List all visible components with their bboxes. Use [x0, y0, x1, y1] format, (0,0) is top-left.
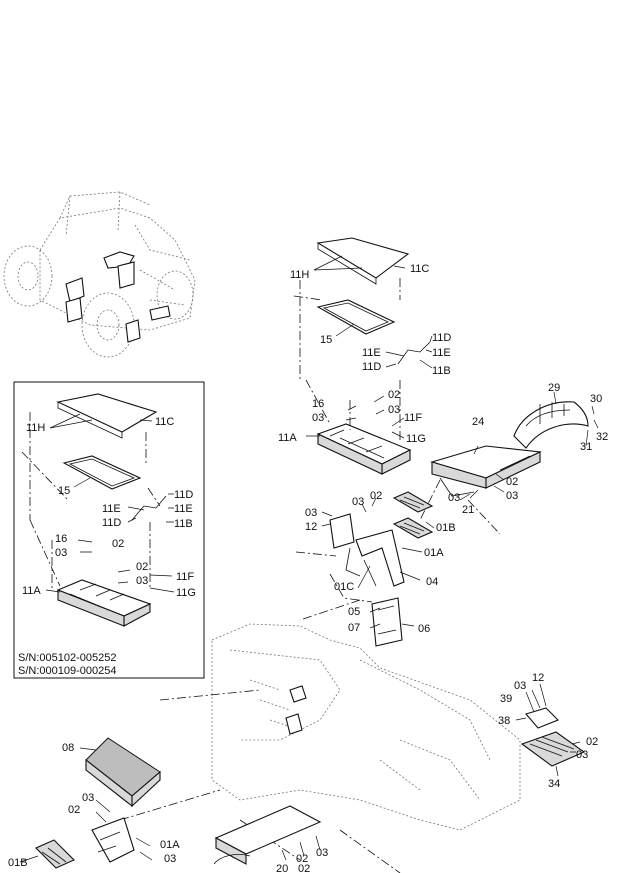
inset-callout: 03	[55, 547, 67, 559]
inset-callout: 16	[55, 533, 67, 545]
main-upper-assembly	[293, 237, 433, 475]
inset-cable-11b	[131, 495, 167, 521]
serial-range-1: S/N:005102-005252	[18, 652, 116, 664]
loader-overview-illustration	[3, 191, 196, 358]
main-callout: 01C	[334, 581, 354, 593]
main-callout: 02	[296, 853, 308, 865]
main-callout: 03	[388, 404, 400, 416]
main-callout: 03	[312, 412, 324, 424]
main-callout: 07	[348, 622, 360, 634]
main-callout: 02	[506, 476, 518, 488]
main-cable-11b	[397, 341, 431, 365]
main-callout: 11G	[406, 433, 426, 445]
main-callout: 05	[348, 606, 360, 618]
step-34	[520, 731, 586, 767]
main-lower-left	[19, 737, 322, 869]
inset-callout: 11F	[176, 571, 194, 583]
main-callout: 01A	[424, 547, 444, 559]
main-callout: 02	[586, 736, 598, 748]
main-callout: 11D	[362, 361, 381, 373]
inset-labels: 11H 11C 15 11D 11E 11E 11D 11B 16 02 03 …	[18, 416, 196, 677]
main-rear-step	[515, 683, 586, 777]
main-callout: 03	[352, 496, 364, 508]
main-callout: 11A	[278, 432, 297, 444]
machine-frame	[119, 623, 521, 873]
step-01b-left	[35, 839, 75, 869]
main-callout: 32	[596, 431, 608, 443]
step-bracket-01c	[355, 529, 405, 587]
main-callout: 04	[426, 576, 438, 588]
main-callout: 24	[472, 416, 484, 428]
inset-gasket-15	[62, 455, 142, 490]
main-callout: 02	[298, 863, 310, 873]
main-callout: 03	[316, 847, 328, 859]
inset-callout: 15	[58, 485, 70, 497]
step-01b-lower	[392, 517, 434, 539]
main-callout: 16	[312, 398, 324, 410]
inset-callout: 11D	[102, 517, 121, 529]
main-callout: 11C	[410, 263, 429, 275]
main-callout: 01B	[8, 857, 28, 869]
main-callout: 03	[82, 792, 94, 804]
inset-callout: 11G	[176, 587, 196, 599]
main-callout: 11E	[432, 347, 451, 359]
main-labels: 11H 11C 15 11D 11E 11E 11D 11B 16 02 03 …	[8, 263, 608, 873]
main-gasket-15	[316, 299, 396, 335]
main-callout: 02	[370, 490, 382, 502]
inset-callout: 11E	[174, 503, 193, 515]
inset-callout: 02	[112, 538, 124, 550]
inset-callout: 11H	[26, 422, 45, 434]
main-callout: 03	[506, 490, 518, 502]
main-callout: 08	[62, 742, 74, 754]
inset-callout: 11D	[174, 489, 193, 501]
inset-callout: 11B	[174, 518, 193, 530]
inset-callout: 03	[136, 575, 148, 587]
main-callout: 11B	[432, 365, 451, 377]
main-callout: 03	[305, 507, 317, 519]
main-callout: 11H	[290, 269, 309, 281]
main-callout: 11D	[432, 332, 451, 344]
main-callout: 11F	[404, 412, 422, 424]
main-callout: 12	[532, 672, 544, 684]
main-callout: 29	[548, 382, 560, 394]
main-fender-assembly	[419, 391, 599, 535]
main-callout: 31	[580, 441, 592, 453]
main-callout: 03	[576, 749, 588, 761]
inset-callout: 11C	[155, 416, 174, 428]
main-callout: 30	[590, 393, 602, 405]
inset-cover-11c	[56, 393, 158, 433]
main-callout: 03	[448, 492, 460, 504]
inset-callout: 11A	[22, 585, 41, 597]
step-frame-06	[371, 597, 403, 647]
main-callout: 01B	[436, 522, 456, 534]
main-callout: 34	[548, 778, 560, 790]
main-callout: 01A	[160, 839, 180, 851]
main-callout: 06	[418, 623, 430, 635]
fender-29	[513, 401, 589, 449]
main-callout: 39	[500, 693, 512, 705]
main-callout: 11E	[362, 347, 381, 359]
main-callout: 15	[320, 334, 332, 346]
main-callout: 38	[498, 715, 510, 727]
main-callout: 02	[68, 804, 80, 816]
main-callout: 21	[462, 504, 474, 516]
step-01b	[392, 491, 434, 513]
bracket-38	[525, 707, 559, 729]
bracket-01a-lower	[91, 817, 135, 863]
inset-callout: 02	[136, 561, 148, 573]
main-callout: 03	[164, 853, 176, 865]
main-cover-11c	[316, 237, 410, 279]
inset-callout: 11E	[102, 503, 121, 515]
main-step-assembly	[295, 491, 435, 647]
serial-range-2: S/N:000109-000254	[18, 665, 116, 677]
inset-box	[13, 381, 205, 679]
main-callout: 20	[276, 863, 288, 873]
main-callout: 03	[514, 680, 526, 692]
main-callout: 12	[305, 521, 317, 533]
main-callout: 02	[388, 389, 400, 401]
